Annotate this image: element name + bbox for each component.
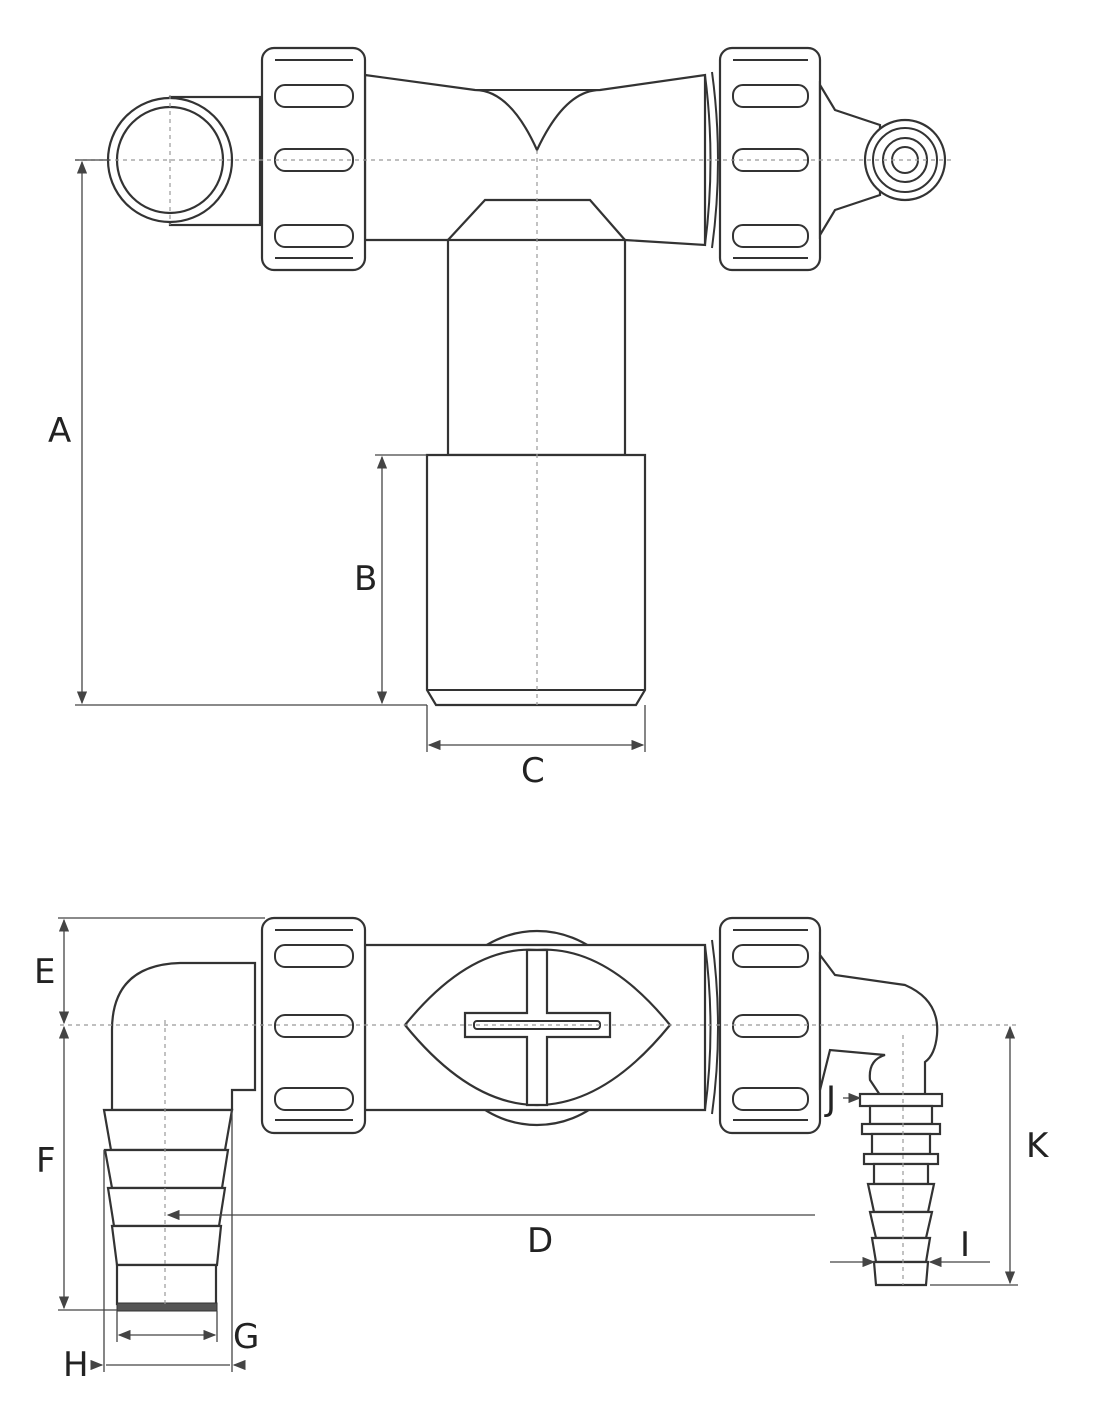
left-union-nut: [260, 46, 367, 272]
dimension-h: H: [63, 1110, 246, 1385]
label-f: F: [36, 1141, 56, 1181]
label-h: H: [63, 1345, 89, 1385]
dimension-a: A: [48, 159, 427, 706]
dimension-d: D: [166, 1209, 815, 1261]
side-view: E F D G H: [34, 916, 1050, 1385]
left-elbow: [110, 961, 257, 1112]
label-i: I: [960, 1225, 970, 1265]
top-view: A B C: [48, 46, 955, 791]
right-barbed-hose-tail: [858, 1092, 944, 1287]
label-j: J: [824, 1079, 836, 1119]
vertical-stem: [446, 238, 627, 457]
label-a: A: [48, 411, 71, 451]
cross-divider: [463, 948, 612, 1107]
left-stepped-adapter: [102, 1108, 234, 1312]
dimension-c: C: [426, 705, 646, 791]
label-c: C: [521, 751, 545, 791]
label-b: B: [354, 559, 377, 599]
bottom-sleeve: [425, 453, 647, 707]
dimension-j: J: [824, 1079, 862, 1119]
label-k: K: [1026, 1126, 1050, 1166]
label-e: E: [34, 952, 55, 992]
hose-connector-outer: [863, 118, 947, 202]
right-union-nut: [718, 46, 822, 272]
dimension-b: B: [354, 454, 427, 705]
dimension-k: K: [930, 1025, 1050, 1286]
dimension-i: I: [830, 1225, 990, 1268]
label-g: G: [233, 1317, 259, 1357]
dimension-f: F: [36, 1025, 118, 1311]
label-d: D: [527, 1221, 553, 1261]
dimension-e: E: [34, 917, 265, 1025]
right-hose-connector-body: [818, 81, 882, 239]
dimension-g: G: [116, 1311, 259, 1357]
